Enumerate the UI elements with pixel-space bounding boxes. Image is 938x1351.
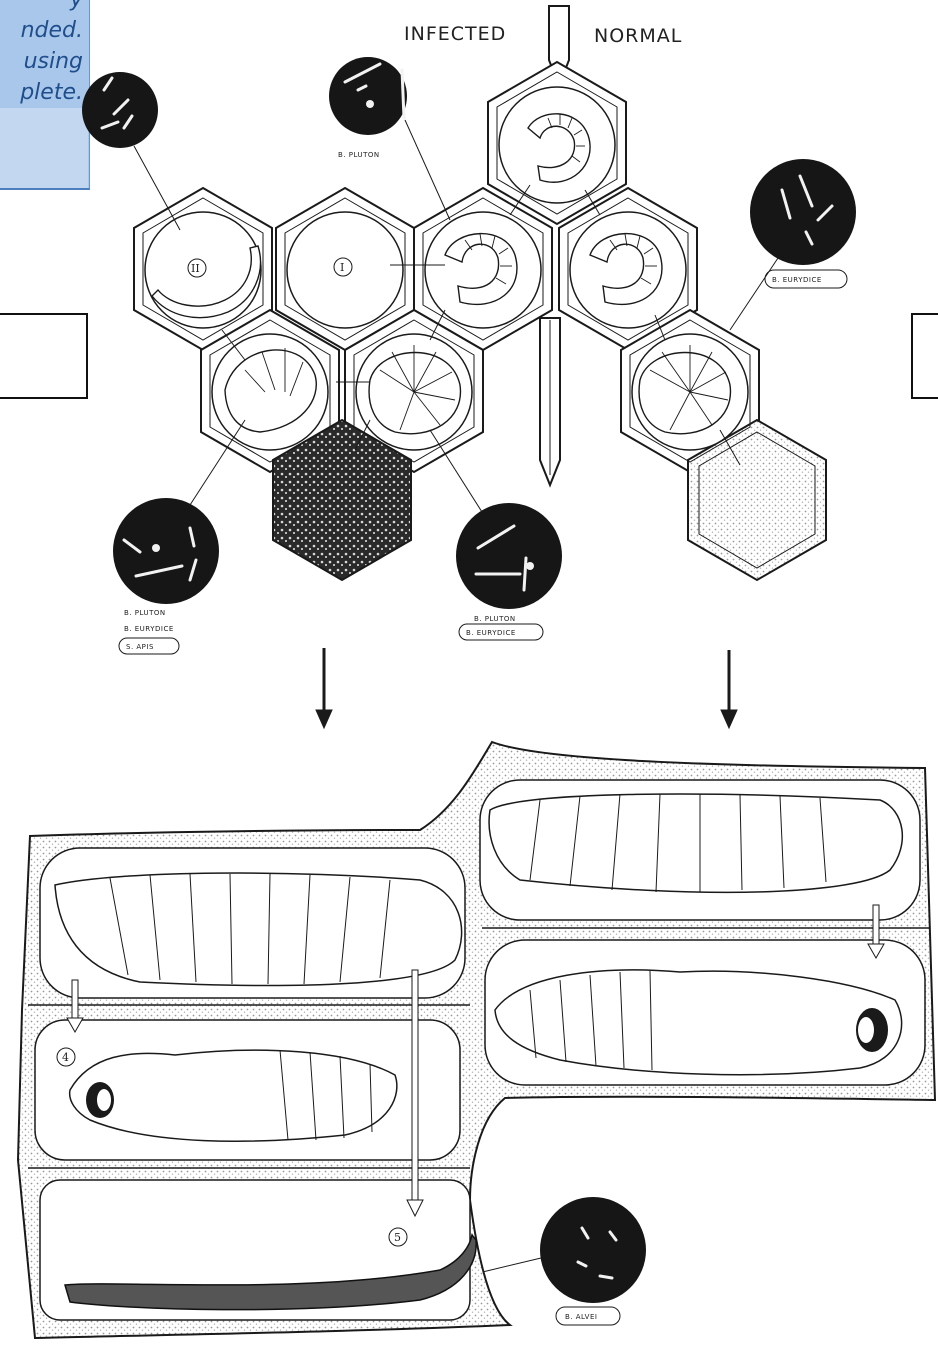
- label-left-2: B. EURYDICE: [124, 625, 174, 633]
- larva-row2-c: [639, 353, 730, 434]
- micrograph-bottom: [540, 1197, 646, 1303]
- label-top-center: B. PLUTON: [338, 151, 380, 159]
- larva-stretched-right: [489, 794, 902, 892]
- pupa-middle-left: [70, 1050, 397, 1141]
- label-bottom: B. ALVEI: [565, 1313, 597, 1321]
- label-left-1: B. PLUTON: [124, 609, 166, 617]
- divider-spike-center: [540, 318, 560, 485]
- infected-label: INFECTED: [404, 23, 506, 45]
- label-center-2: B. EURYDICE: [466, 629, 516, 637]
- larva-stretched-left: [55, 873, 462, 985]
- down-arrows: [316, 648, 737, 728]
- label-center-1: B. PLUTON: [474, 615, 516, 623]
- micrograph-right: [750, 159, 856, 265]
- micrograph-center: [456, 503, 562, 609]
- micrograph-left: [113, 498, 219, 604]
- label-left-3: S. APIS: [126, 643, 154, 651]
- cell-number-i: I: [340, 261, 344, 274]
- pupa-middle-right: [495, 970, 902, 1075]
- stage-number-5: 5: [394, 1231, 401, 1244]
- cell-number-ii: II: [191, 262, 200, 275]
- label-right: B. EURYDICE: [772, 276, 822, 284]
- normal-label: NORMAL: [594, 25, 682, 47]
- stage-number-4: 4: [62, 1051, 69, 1064]
